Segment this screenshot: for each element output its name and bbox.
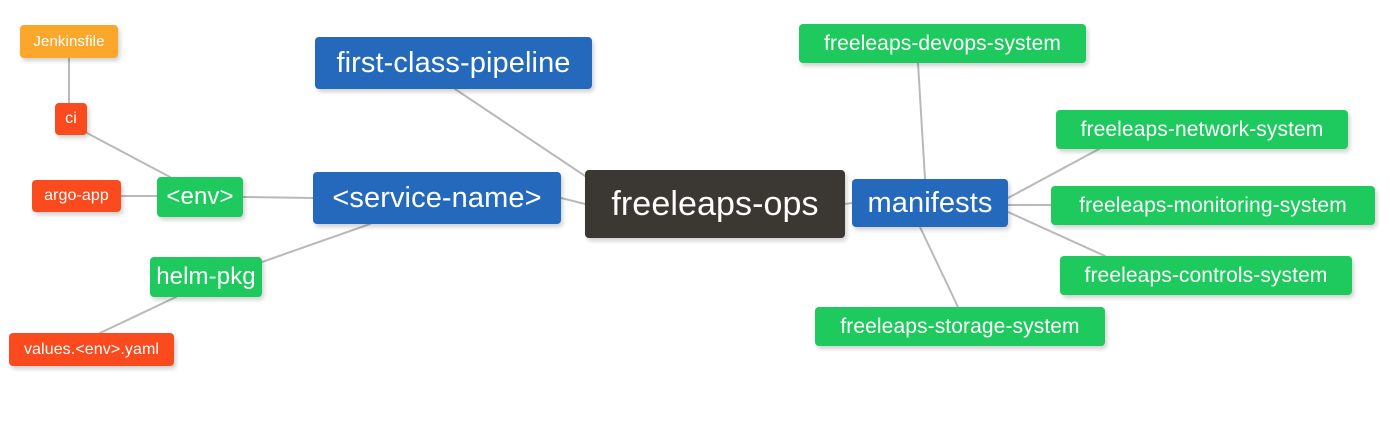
node-label-argo-app: argo-app — [44, 187, 109, 204]
node-label-freeleaps-monitoring-system: freeleaps-monitoring-system — [1079, 194, 1347, 217]
mindmap-node-first-class-pipeline[interactable]: first-class-pipeline — [315, 37, 592, 89]
mindmap-node-service-name[interactable]: <service-name> — [313, 172, 561, 224]
mindmap-node-freeleaps-storage-system[interactable]: freeleaps-storage-system — [815, 307, 1105, 346]
mindmap-node-freeleaps-controls-system[interactable]: freeleaps-controls-system — [1060, 256, 1352, 295]
node-label-manifests: manifests — [867, 186, 993, 219]
node-label-ci: ci — [65, 110, 77, 127]
mindmap-node-freeleaps-ops[interactable]: freeleaps-ops — [585, 170, 845, 238]
node-label-helm-pkg: helm-pkg — [156, 263, 256, 290]
mindmap-node-ci[interactable]: ci — [55, 103, 87, 135]
node-label-env: <env> — [166, 183, 234, 210]
mindmap-node-freeleaps-network-system[interactable]: freeleaps-network-system — [1056, 110, 1348, 149]
mindmap-node-manifests[interactable]: manifests — [852, 179, 1008, 227]
mindmap-node-values-env-yaml[interactable]: values.<env>.yaml — [9, 333, 174, 366]
node-label-freeleaps-controls-system: freeleaps-controls-system — [1084, 264, 1328, 287]
mindmap-node-jenkinsfile[interactable]: Jenkinsfile — [20, 25, 118, 58]
mindmap-node-argo-app[interactable]: argo-app — [32, 180, 121, 212]
mindmap-node-env[interactable]: <env> — [157, 177, 243, 217]
node-label-freeleaps-devops-system: freeleaps-devops-system — [824, 32, 1061, 55]
node-label-freeleaps-storage-system: freeleaps-storage-system — [840, 315, 1080, 338]
node-label-first-class-pipeline: first-class-pipeline — [336, 46, 571, 79]
mindmap-node-freeleaps-monitoring-system[interactable]: freeleaps-monitoring-system — [1051, 186, 1375, 225]
node-label-freeleaps-network-system: freeleaps-network-system — [1080, 118, 1324, 141]
node-label-values-env-yaml: values.<env>.yaml — [23, 340, 160, 358]
node-label-service-name: <service-name> — [332, 181, 542, 214]
node-label-freeleaps-ops: freeleaps-ops — [611, 185, 819, 223]
node-label-jenkinsfile: Jenkinsfile — [33, 33, 105, 50]
mindmap-node-freeleaps-devops-system[interactable]: freeleaps-devops-system — [799, 24, 1086, 63]
mindmap-node-helm-pkg[interactable]: helm-pkg — [150, 257, 262, 297]
